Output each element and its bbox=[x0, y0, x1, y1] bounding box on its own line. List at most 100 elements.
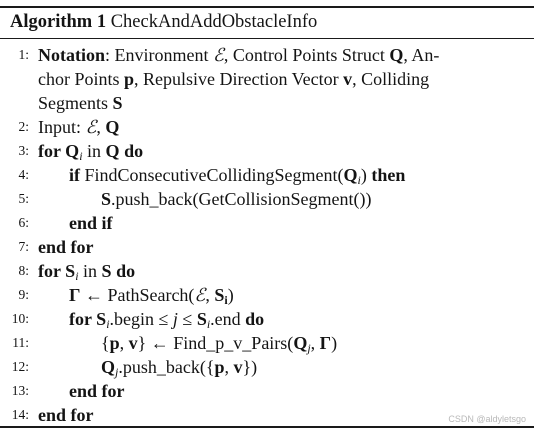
token: : Environment bbox=[105, 45, 213, 65]
line-content: for Si.begin ≤ j ≤ Si.end do bbox=[69, 307, 264, 331]
line-number: 12: bbox=[11, 359, 29, 374]
algorithm-line: Segments S bbox=[0, 91, 534, 115]
watermark: CSDN @aldyletsgo bbox=[448, 414, 526, 424]
line-content: end for bbox=[38, 235, 94, 259]
token: ℰ bbox=[212, 45, 224, 65]
bottom-rule bbox=[0, 426, 534, 428]
algorithm-line: 6: end if bbox=[0, 211, 534, 235]
algorithm-line: 1: Notation: Environment ℰ, Control Poin… bbox=[0, 43, 534, 67]
algorithm-line: chor Points p, Repulsive Direction Vecto… bbox=[0, 67, 534, 91]
top-rule bbox=[0, 6, 534, 8]
token: i bbox=[75, 269, 79, 283]
token: ) bbox=[227, 285, 234, 305]
token: S bbox=[214, 285, 225, 305]
token: , Colliding bbox=[352, 69, 430, 89]
token: ≤ bbox=[177, 309, 197, 329]
line-content: Γ ← PathSearch(ℰ, Si) bbox=[69, 283, 234, 307]
token: ← PathSearch( bbox=[80, 285, 195, 305]
line-content: end for bbox=[69, 379, 125, 403]
token: , Control Points Struct bbox=[223, 45, 390, 65]
token: chor Points bbox=[38, 69, 125, 89]
token: end for bbox=[38, 237, 94, 257]
token: Q bbox=[101, 357, 116, 377]
token: S bbox=[96, 309, 107, 329]
token: S bbox=[65, 261, 76, 281]
token: p bbox=[124, 69, 135, 89]
token: p bbox=[214, 357, 225, 377]
token: if bbox=[69, 165, 85, 185]
algorithm-line: 12: Qj.push_back({p, v}) bbox=[0, 355, 534, 379]
token: end if bbox=[69, 213, 113, 233]
token: v bbox=[343, 69, 353, 89]
algorithm-line: 9: Γ ← PathSearch(ℰ, Si) bbox=[0, 283, 534, 307]
token: Γ bbox=[319, 333, 332, 353]
line-number: 7: bbox=[18, 239, 29, 254]
token: S bbox=[112, 93, 123, 113]
token: end for bbox=[69, 381, 125, 401]
line-content: {p, v} ← Find_p_v_Pairs(Qj, Γ) bbox=[101, 331, 337, 355]
token: .push_back({ bbox=[118, 357, 215, 377]
token: , An- bbox=[403, 45, 440, 65]
line-content: end for bbox=[38, 403, 94, 427]
line-number: 4: bbox=[18, 167, 29, 182]
token: Q bbox=[343, 165, 358, 185]
token: then bbox=[371, 165, 406, 185]
token: in bbox=[78, 261, 102, 281]
token: Q bbox=[105, 141, 120, 161]
line-content: for Qi in Q do bbox=[38, 139, 143, 163]
line-number: 5: bbox=[18, 191, 29, 206]
line-number: 6: bbox=[18, 215, 29, 230]
line-content: Segments S bbox=[38, 91, 123, 115]
token: Γ bbox=[69, 285, 81, 305]
token: for bbox=[69, 309, 97, 329]
token: Q bbox=[65, 141, 80, 161]
token: j bbox=[307, 341, 311, 355]
line-number: 13: bbox=[11, 383, 29, 398]
algorithm-line: 10: for Si.begin ≤ j ≤ Si.end do bbox=[0, 307, 534, 331]
token: for bbox=[38, 141, 66, 161]
token: j bbox=[115, 365, 119, 379]
algorithm-title: Algorithm 1 CheckAndAddObstacleInfo bbox=[10, 12, 317, 33]
token: end for bbox=[38, 405, 94, 425]
line-content: S.push_back(GetCollisionSegment()) bbox=[101, 187, 371, 211]
token: { bbox=[101, 333, 110, 353]
header-rule bbox=[0, 38, 534, 39]
token: i bbox=[79, 149, 83, 163]
algorithm-label: Algorithm 1 bbox=[10, 12, 107, 32]
line-number: 9: bbox=[18, 287, 29, 302]
algorithm-line: 2: Input: ℰ, Q bbox=[0, 115, 534, 139]
token: , bbox=[224, 357, 234, 377]
token: i bbox=[206, 317, 211, 331]
token: , bbox=[119, 333, 129, 353]
token: }) bbox=[242, 357, 258, 377]
token: j bbox=[172, 309, 178, 329]
token: S bbox=[101, 189, 112, 209]
algorithm-line: 13: end for bbox=[0, 379, 534, 403]
token: Q bbox=[293, 333, 308, 353]
token: S bbox=[101, 261, 112, 281]
line-content: if FindConsecutiveCollidingSegment(Qi) t… bbox=[69, 163, 405, 187]
token: in bbox=[82, 141, 106, 161]
line-number: 11: bbox=[12, 335, 29, 350]
line-content: Notation: Environment ℰ, Control Points … bbox=[38, 43, 439, 67]
token: FindConsecutiveCollidingSegment( bbox=[84, 165, 344, 185]
token: ) bbox=[331, 333, 338, 353]
token: .begin ≤ bbox=[109, 309, 173, 329]
token: Q bbox=[105, 117, 120, 137]
token: .end bbox=[210, 309, 246, 329]
token: ℰ bbox=[194, 285, 206, 305]
line-content: Qj.push_back({p, v}) bbox=[101, 355, 257, 379]
token: i bbox=[224, 293, 228, 307]
token: Notation bbox=[38, 45, 105, 65]
token: , bbox=[310, 333, 320, 353]
line-content: chor Points p, Repulsive Direction Vecto… bbox=[38, 67, 429, 91]
token: ℰ bbox=[85, 117, 97, 137]
algorithm-line: 5: S.push_back(GetCollisionSegment()) bbox=[0, 187, 534, 211]
token: , bbox=[96, 117, 106, 137]
token: i bbox=[357, 173, 361, 187]
token: S bbox=[196, 309, 207, 329]
token: v bbox=[233, 357, 243, 377]
algorithm-name: CheckAndAddObstacleInfo bbox=[110, 12, 318, 32]
token: v bbox=[128, 333, 138, 353]
token: i bbox=[106, 317, 110, 331]
